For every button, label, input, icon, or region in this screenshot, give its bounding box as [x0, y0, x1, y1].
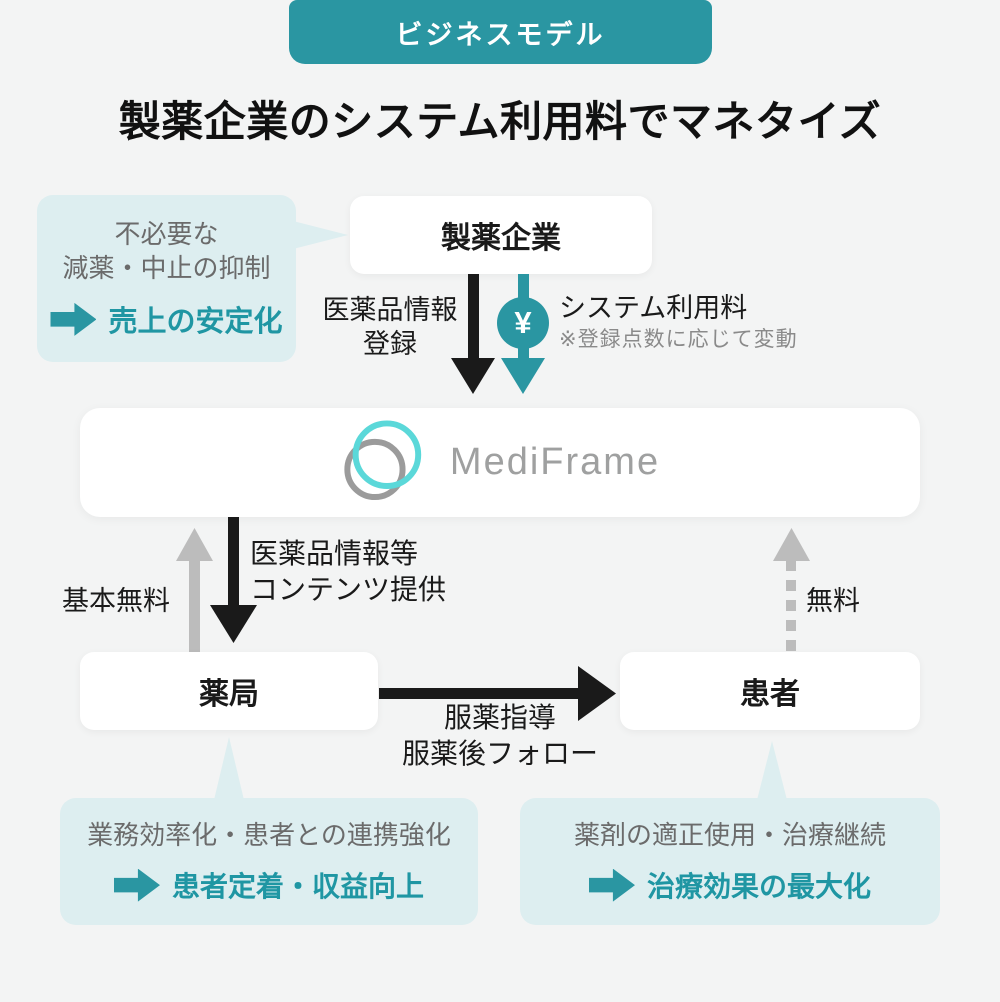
page-title: 製薬企業のシステム利用料でマネタイズ [118, 98, 882, 145]
callout-pharma-result: 売上の安定化 [50, 298, 283, 340]
registration-arrow-head [451, 358, 495, 394]
free-arrow-head [773, 528, 810, 561]
label-free: 無料 [806, 586, 860, 616]
content-arrow-shaft [228, 517, 239, 607]
node-pharmacy-label: 薬局 [199, 678, 259, 711]
free-arrow-dotted-shaft [786, 560, 796, 652]
right-arrow-icon [50, 302, 97, 336]
callout-pharmacy-result: 患者定着・収益向上 [113, 865, 424, 905]
section-badge-label: ビジネスモデル [395, 19, 606, 50]
callout-patient-text: 薬剤の適正使用・治療継続 [573, 819, 886, 850]
callout-patient: 薬剤の適正使用・治療継続 治療効果の最大化 [520, 798, 940, 925]
label-system-fee: システム利用料 [559, 293, 748, 323]
mediframe-logo-icon [344, 419, 422, 500]
section-badge: ビジネスモデル [289, 0, 712, 64]
right-arrow-icon [588, 868, 635, 902]
basic-free-arrow-head [176, 528, 213, 561]
node-pharma-label: 製薬企業 [441, 222, 561, 255]
callout-patient-pointer [757, 741, 787, 800]
medication-arrow-shaft [379, 688, 581, 699]
node-platform: MediFrame [80, 408, 920, 517]
callout-pharmacy-pointer [214, 737, 244, 800]
callout-pharmacy: 業務効率化・患者との連携強化 患者定着・収益向上 [60, 798, 478, 925]
label-system-fee-note: ※登録点数に応じて変動 [559, 328, 798, 351]
node-patient: 患者 [620, 652, 920, 730]
registration-arrow-shaft [468, 274, 479, 360]
basic-free-arrow-shaft [189, 559, 200, 652]
yen-symbol: ¥ [514, 305, 532, 340]
yen-icon: ¥ [497, 297, 549, 349]
callout-patient-result: 治療効果の最大化 [588, 865, 871, 905]
callout-pharma-text: 不必要な 減薬・中止の抑制 [62, 218, 271, 283]
fee-arrow-head [501, 358, 545, 394]
content-arrow-head [210, 605, 257, 643]
mediframe-logo-text: MediFrame [449, 441, 661, 483]
callout-pharma: 不必要な 減薬・中止の抑制 売上の安定化 [37, 195, 296, 362]
callout-patient-result-text: 治療効果の最大化 [646, 871, 871, 903]
node-pharmacy: 薬局 [80, 652, 378, 730]
callout-pharmacy-result-text: 患者定着・収益向上 [171, 871, 424, 903]
label-medication-support: 服薬指導 服薬後フォロー [401, 702, 598, 769]
label-content-provision: 医薬品情報等 コンテンツ提供 [250, 538, 447, 605]
label-basic-free: 基本無料 [62, 586, 170, 616]
label-registration: 医薬品情報 登録 [322, 295, 458, 359]
callout-pharmacy-text: 業務効率化・患者との連携強化 [87, 819, 451, 850]
callout-pharma-pointer [296, 221, 348, 249]
node-patient-label: 患者 [740, 678, 800, 711]
node-pharma: 製薬企業 [350, 196, 652, 274]
right-arrow-icon [113, 868, 160, 902]
callout-pharma-result-text: 売上の安定化 [108, 306, 283, 339]
